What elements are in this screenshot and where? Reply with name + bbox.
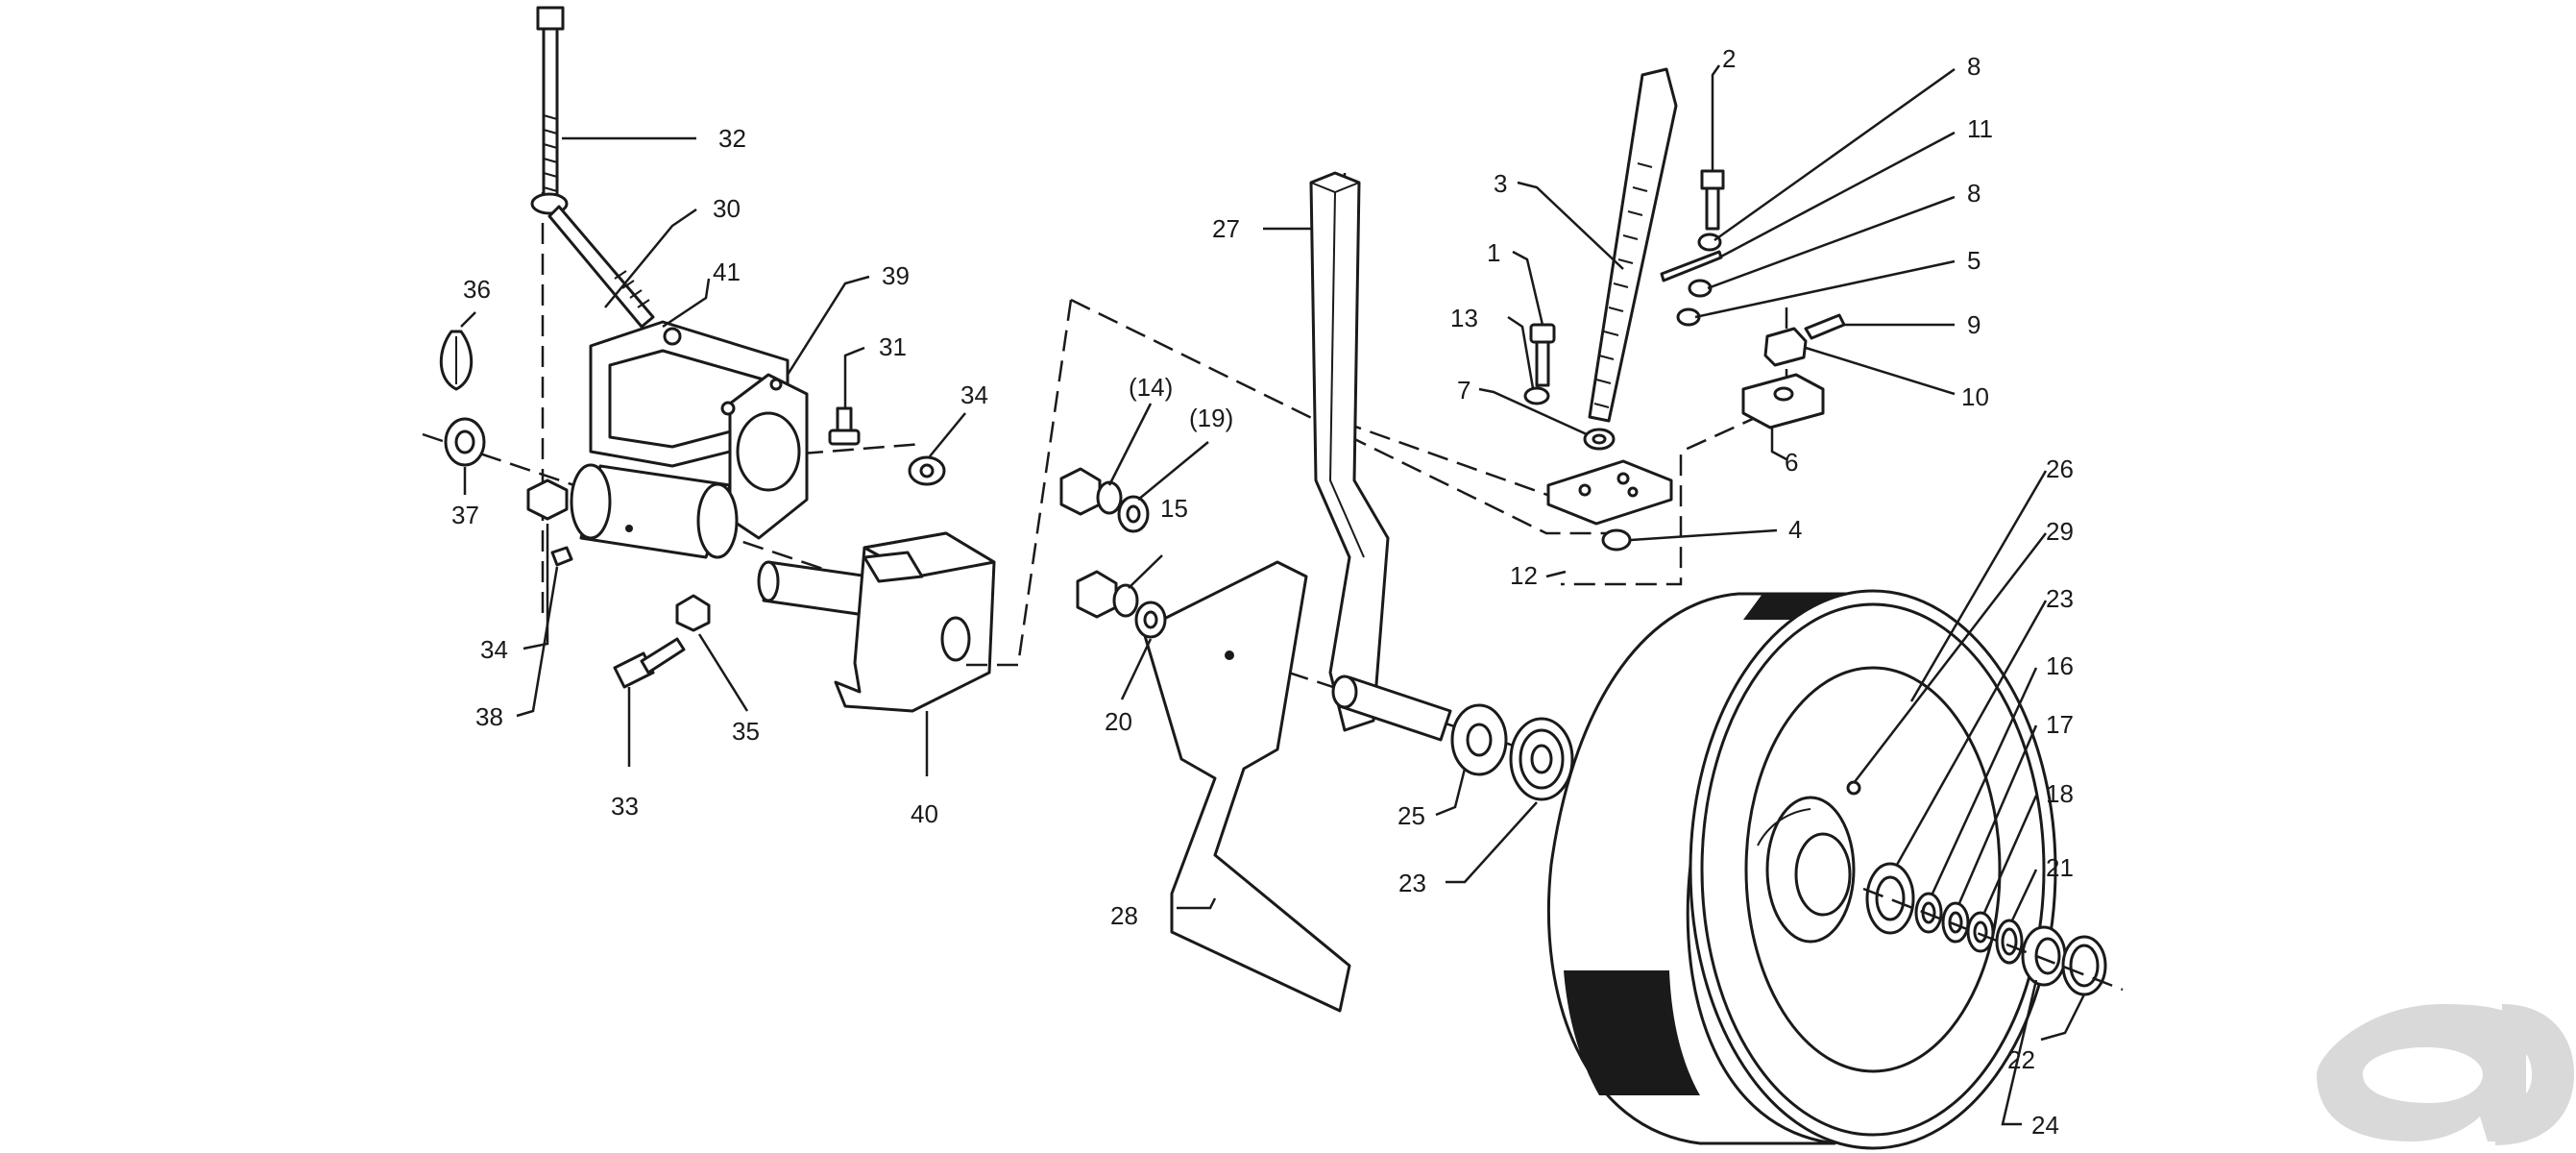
screw-part-9 bbox=[1804, 313, 1846, 340]
callout-15: 15 bbox=[1160, 494, 1188, 523]
sleeve-tube bbox=[570, 463, 739, 559]
callout-8-top: 8 bbox=[1967, 52, 1981, 81]
pin-part-38 bbox=[550, 546, 573, 567]
callout-33: 33 bbox=[611, 792, 639, 821]
callout-41: 41 bbox=[713, 258, 741, 286]
callout-34-left: 34 bbox=[480, 635, 508, 664]
callout-26: 26 bbox=[2046, 454, 2074, 483]
washer-part-20 bbox=[1134, 601, 1167, 639]
upper-right-assembly bbox=[1523, 67, 1846, 552]
vertical-arm-part-27 bbox=[1309, 171, 1390, 732]
nut-part-34-left bbox=[526, 478, 569, 521]
bolt-part-2 bbox=[1700, 169, 1725, 231]
callout-35: 35 bbox=[732, 717, 760, 746]
callout-3: 3 bbox=[1494, 169, 1507, 198]
callout-29: 29 bbox=[2046, 517, 2074, 546]
callout-25: 25 bbox=[1397, 801, 1425, 830]
callout-1: 1 bbox=[1487, 238, 1500, 267]
callout-11: 11 bbox=[1967, 114, 1993, 143]
callout-23-left: 23 bbox=[1398, 869, 1426, 897]
washer-stack-parts-8-11-5 bbox=[1660, 233, 1723, 327]
callout-37: 37 bbox=[451, 501, 479, 529]
clamp-part-10 bbox=[1763, 327, 1808, 367]
callout-16: 16 bbox=[2046, 651, 2074, 680]
bolt-part-33 bbox=[613, 637, 686, 689]
knuckle-block-part-40 bbox=[834, 531, 996, 713]
callout-4: 4 bbox=[1788, 515, 1802, 544]
bolt-part-31 bbox=[828, 406, 861, 446]
clip-pin-part-36 bbox=[439, 330, 474, 391]
callout-40: 40 bbox=[911, 799, 938, 828]
bearing-part-23-right bbox=[1865, 862, 1915, 935]
callout-13: 13 bbox=[1450, 304, 1478, 332]
bolt-part-1 bbox=[1529, 323, 1556, 387]
spindle-shaft bbox=[757, 560, 871, 617]
threaded-rod-part-3 bbox=[1588, 67, 1678, 423]
bearing-part-23-left bbox=[1509, 717, 1574, 801]
callout-10: 10 bbox=[1961, 382, 1989, 411]
callout-22: 22 bbox=[2007, 1045, 2035, 1074]
washer-part-19 bbox=[1117, 495, 1150, 533]
wheel-tire-part-26 bbox=[1546, 589, 2057, 1150]
callout-30: 30 bbox=[713, 194, 741, 223]
callout-32: 32 bbox=[718, 124, 746, 153]
bushing-part-14 bbox=[1059, 467, 1123, 516]
plate-part-12 bbox=[1546, 459, 1673, 526]
callout-17: 17 bbox=[2046, 710, 2074, 739]
long-bolt-part-32 bbox=[536, 6, 565, 199]
left-assembly bbox=[422, 6, 996, 713]
callout-18: 18 bbox=[2046, 779, 2074, 808]
middle-assembly bbox=[960, 171, 1788, 1013]
wheel-assembly bbox=[1546, 589, 2124, 1150]
hub-cap-part-24 bbox=[2021, 925, 2067, 987]
callout-36: 36 bbox=[463, 275, 491, 304]
callout-8-mid: 8 bbox=[1967, 179, 1981, 208]
washer-part-37 bbox=[444, 417, 486, 467]
nut-part-35 bbox=[675, 594, 711, 632]
axle-shaft bbox=[1331, 675, 1452, 742]
callout-24: 24 bbox=[2031, 1111, 2059, 1140]
snap-ring-part-21 bbox=[1995, 919, 2024, 965]
washer-part-7 bbox=[1583, 428, 1616, 451]
bushing-part-15 bbox=[1076, 570, 1139, 619]
nut-part-34-right bbox=[908, 455, 946, 486]
leader-lines bbox=[460, 64, 2086, 1126]
callout-27: 27 bbox=[1212, 214, 1240, 243]
callout-12: 12 bbox=[1510, 561, 1538, 590]
nut-part-4 bbox=[1601, 528, 1632, 552]
callout-labels: 32 30 41 39 36 31 34 37 34 38 35 33 40 (… bbox=[451, 44, 2074, 1140]
callout-6: 6 bbox=[1785, 448, 1798, 477]
callout-23-right: 23 bbox=[2046, 584, 2074, 613]
block-part-6 bbox=[1741, 373, 1825, 429]
callout-19: (19) bbox=[1189, 404, 1233, 432]
link-rod-part-30 bbox=[530, 192, 655, 329]
callout-7: 7 bbox=[1457, 376, 1470, 405]
callout-31: 31 bbox=[879, 332, 907, 361]
wheel-hub bbox=[1757, 780, 1861, 944]
watermark-logo bbox=[2317, 1004, 2574, 1145]
retaining-ring-part-22 bbox=[2061, 935, 2107, 996]
callout-9: 9 bbox=[1967, 310, 1981, 339]
scraper-blade-part-28 bbox=[1141, 560, 1351, 1013]
spacer-washer-part-25 bbox=[1450, 703, 1508, 776]
callout-14: (14) bbox=[1129, 373, 1173, 402]
callout-21: 21 bbox=[2046, 853, 2074, 882]
callout-28: 28 bbox=[1110, 901, 1138, 930]
callout-20: 20 bbox=[1105, 707, 1132, 736]
washer-part-13 bbox=[1523, 386, 1550, 405]
callout-5: 5 bbox=[1967, 246, 1981, 275]
callout-34-right: 34 bbox=[960, 380, 988, 409]
callout-2: 2 bbox=[1722, 44, 1736, 73]
callout-38: 38 bbox=[475, 702, 503, 731]
callout-39: 39 bbox=[882, 261, 910, 290]
